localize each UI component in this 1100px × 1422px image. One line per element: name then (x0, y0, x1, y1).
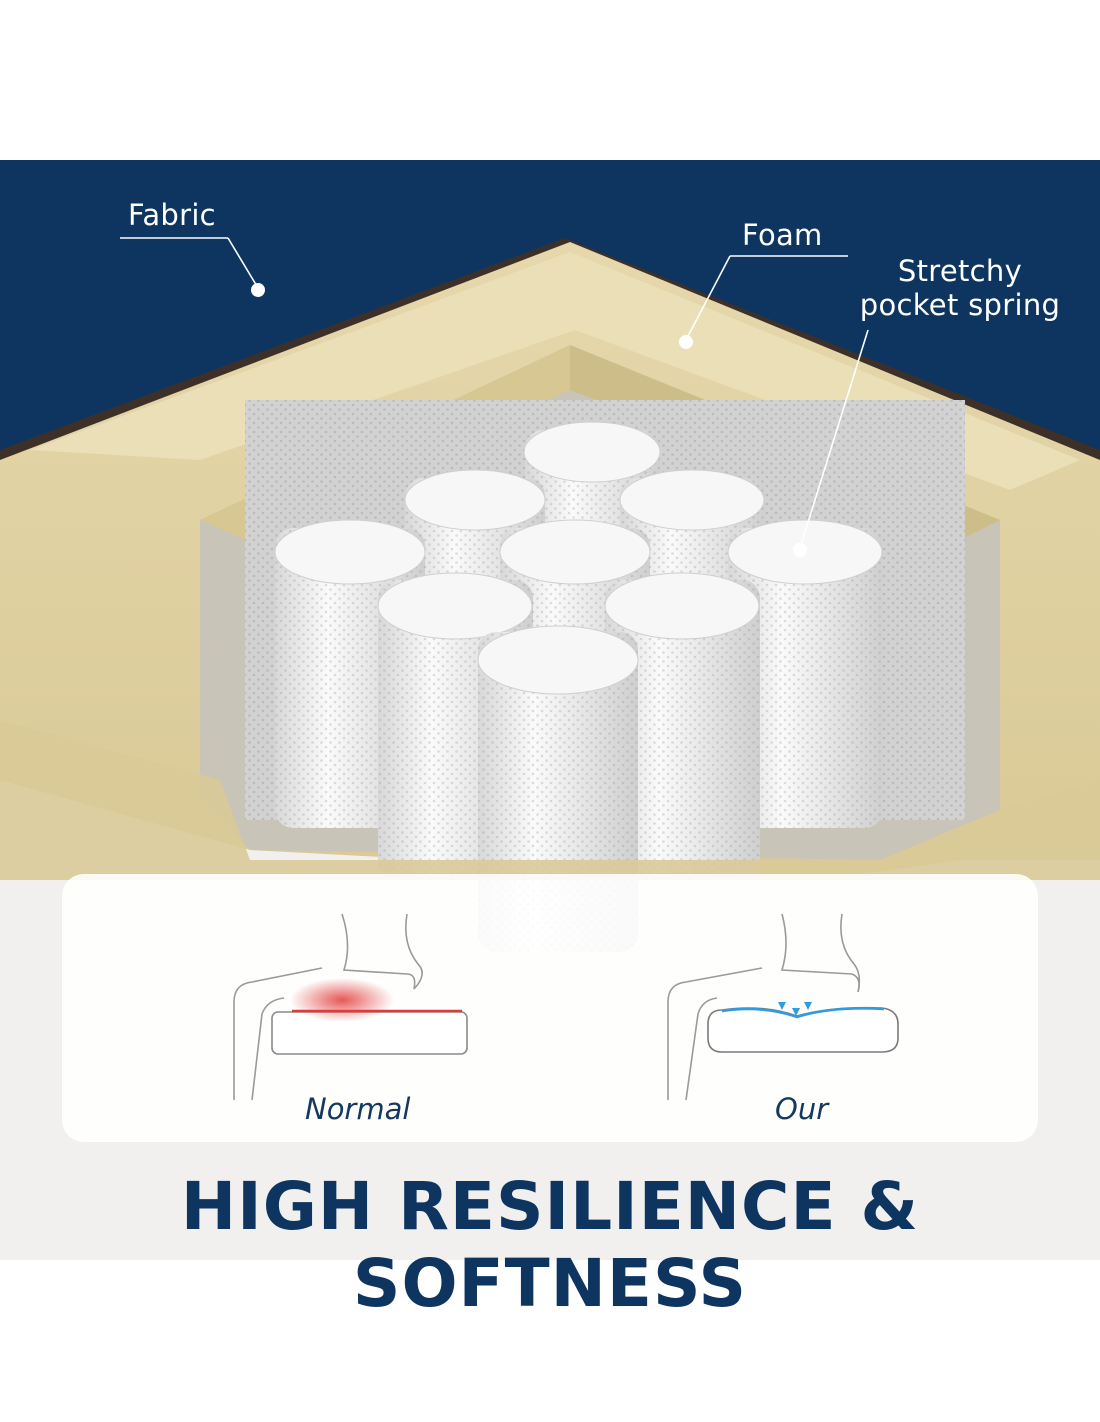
comparison-panel (62, 874, 1038, 1142)
callout-lines (120, 237, 869, 549)
pocket-spring-label: Stretchy pocket spring (850, 254, 1070, 322)
pocket-spring-label-line1: Stretchy (897, 254, 1023, 288)
support-arrows (778, 1002, 812, 1016)
pressure-point-glow (290, 978, 394, 1022)
mattress-cutaway-illustration (0, 160, 1100, 1260)
foam-marker-dot (679, 335, 693, 349)
headline: HIGH RESILIENCE & SOFTNESS (180, 1168, 920, 1322)
foam-label: Foam (742, 218, 823, 252)
pocket-spring-label-line2: pocket spring (859, 288, 1061, 322)
our-cushion-diagram (667, 913, 899, 1101)
our-caption: Our (775, 1092, 829, 1126)
normal-cushion-diagram (233, 913, 468, 1101)
fabric-marker-dot (251, 283, 265, 297)
spring-marker-dot (793, 543, 807, 557)
normal-caption: Normal (305, 1092, 411, 1126)
fabric-label: Fabric (128, 198, 216, 232)
